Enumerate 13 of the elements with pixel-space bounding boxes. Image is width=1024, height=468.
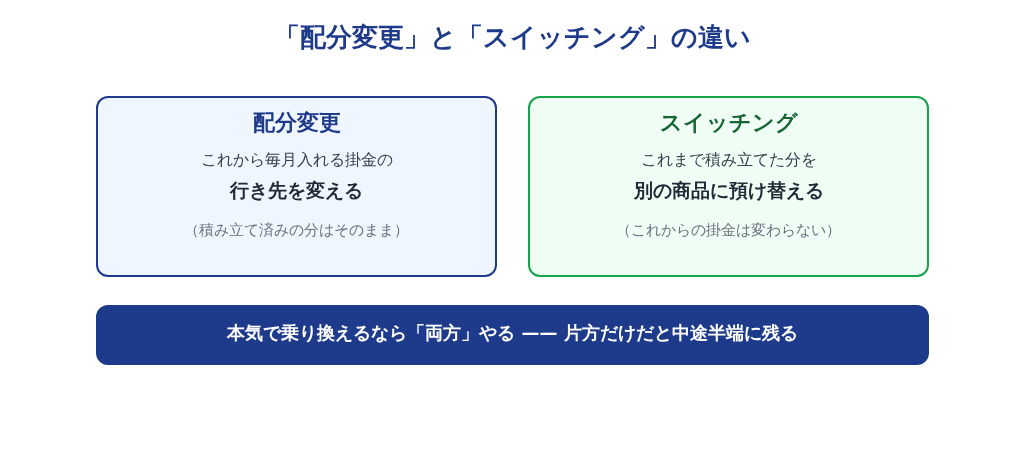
comparison-card: [96, 96, 497, 277]
comparison-card: [528, 96, 929, 277]
description-text: これまで積み立てた分を: [640, 150, 817, 171]
key-point-text: 行き先を変える: [230, 178, 363, 203]
card-heading: スイッチング: [659, 109, 798, 137]
summary-banner: [96, 305, 929, 365]
note-text: （これからの掛金は変わらない）: [616, 221, 841, 240]
key-point-text: 別の商品に預け替える: [633, 178, 824, 203]
title: 「配分変更」と「スイッチング」の違い: [273, 22, 751, 52]
summary-text: 本気で乗り換えるなら「両方」やる —— 片方だけだと中途半端に残る: [227, 321, 798, 345]
note-text: （積み立て済みの分はそのまま）: [184, 221, 409, 240]
description-text: これから毎月入れる掛金の: [200, 150, 393, 171]
card-heading: 配分変更: [252, 109, 341, 137]
